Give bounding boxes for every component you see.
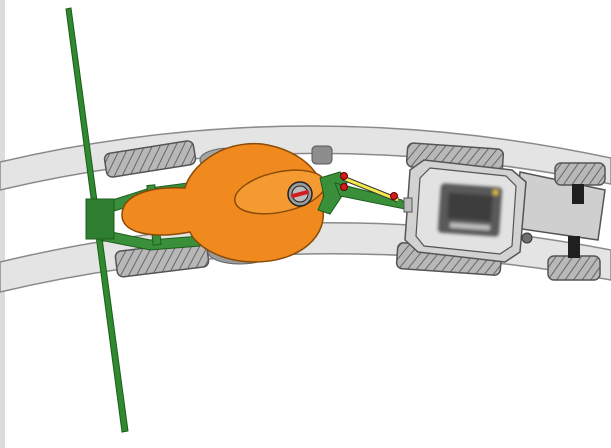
axle-icon [572, 184, 584, 204]
implement-body-icon [121, 142, 326, 263]
tractor-wheels [547, 162, 606, 281]
axle-icon [568, 236, 580, 258]
tire-icon [554, 162, 606, 186]
hose-connector [340, 172, 348, 180]
hose-connector [390, 192, 398, 200]
tire-icon [547, 255, 601, 281]
frame-joint [85, 198, 115, 240]
implement-tracks [103, 140, 210, 278]
drawbar [317, 171, 412, 215]
tractor-hitch-point [521, 232, 533, 244]
terminal-display-icon [438, 183, 502, 237]
track-icon [103, 140, 197, 178]
hose-connector [340, 183, 348, 191]
left-margin-strip [0, 0, 5, 448]
